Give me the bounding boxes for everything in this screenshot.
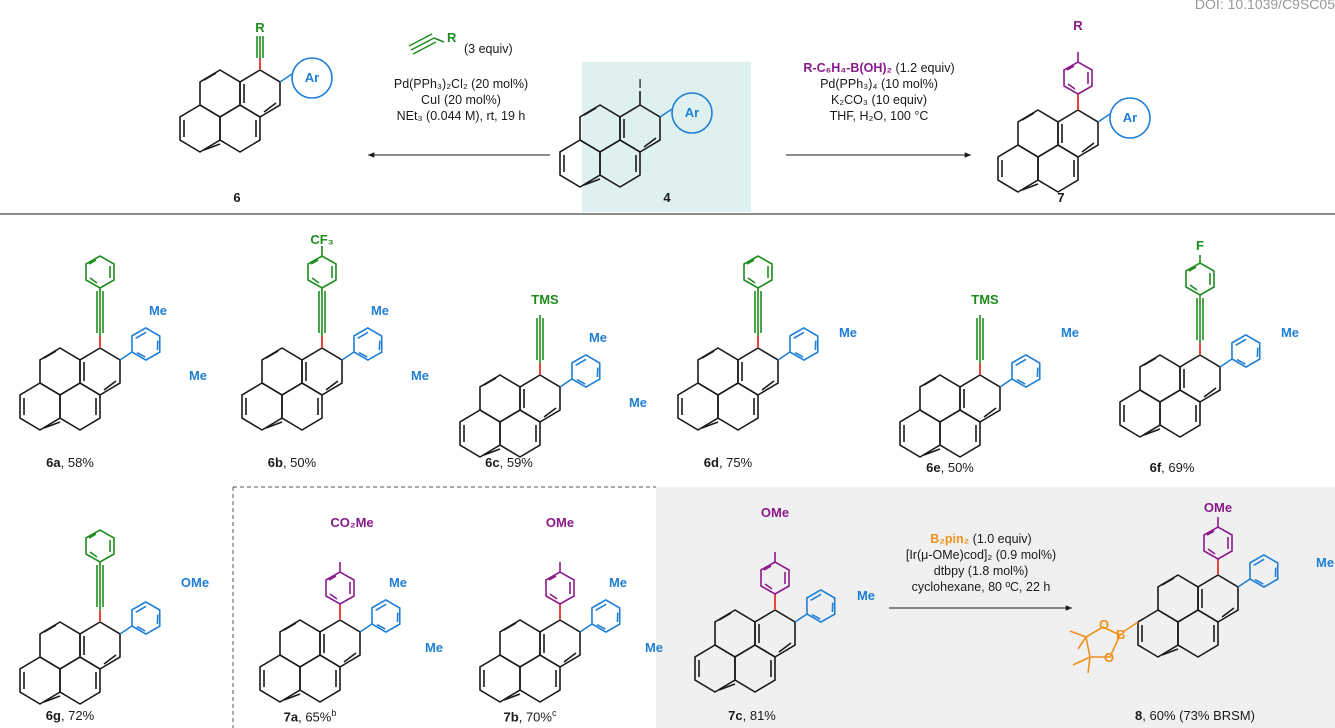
- yield-value-6c: , 59%: [499, 455, 533, 470]
- id-8: 8: [1135, 708, 1143, 723]
- suzuki-equiv: (1.2 equiv): [892, 61, 955, 75]
- yield-6a: 6a, 58%: [46, 455, 94, 470]
- b-label-8: B: [1116, 627, 1126, 642]
- sono-reagent-r: R: [447, 30, 457, 45]
- me-label-6b-b: Me: [410, 368, 430, 383]
- id-6f: 6f: [1149, 460, 1162, 475]
- boryl-line3: dtbpy (1.8 mol%): [933, 564, 1029, 578]
- yield-7a: 7a, 65%b: [284, 708, 337, 724]
- yield-6d: 6d, 75%: [704, 455, 752, 470]
- o-label-8-b: O: [1104, 650, 1115, 665]
- id-7a: 7a: [283, 709, 299, 725]
- compound-number-4: 4: [663, 190, 671, 205]
- id-6d: 6d: [703, 455, 719, 470]
- ome-label-8: OMe: [1203, 500, 1233, 515]
- yield-value-7b: , 70%: [518, 709, 552, 725]
- boryl-line4: cyclohexane, 80 ºC, 22 h: [911, 580, 1051, 594]
- doi-text: DOI: 10.1039/C9SC05: [1194, 0, 1335, 12]
- cf3-label-6b: CF₃: [310, 232, 334, 247]
- id-7c: 7c: [728, 708, 743, 723]
- id-6e: 6e: [926, 460, 941, 475]
- suzuki-line4: THF, H₂O, 100 °C: [829, 109, 929, 123]
- sono-line3: NEt₃ (0.044 M), rt, 19 h: [396, 109, 526, 123]
- me-label-6c-b: Me: [628, 395, 648, 410]
- yield-value-6b: , 50%: [282, 455, 317, 470]
- yield-7c: 7c, 81%: [728, 708, 776, 723]
- me-label-6d: Me: [838, 325, 858, 340]
- yield-6c: 6c, 59%: [485, 455, 533, 470]
- suzuki-line3: K₂CO₃ (10 equiv): [830, 93, 928, 107]
- note-7b: c: [551, 708, 557, 718]
- yield-value-6f: , 69%: [1161, 460, 1195, 475]
- ome-label-7c: OMe: [760, 505, 790, 520]
- id-7b: 7b: [503, 709, 519, 725]
- boryl-line1: B₂pin₂ (1.0 equiv): [930, 532, 1031, 547]
- tms-label-6e: TMS: [971, 292, 999, 307]
- me-label-7b-a: Me: [608, 575, 628, 590]
- yield-value-7c: , 81%: [742, 708, 776, 723]
- yield-value-6d: , 75%: [718, 455, 753, 470]
- o-label-8-a: O: [1099, 617, 1110, 632]
- yield-7b: 7b, 70%c: [504, 708, 557, 724]
- me-label-6a-a: Me: [148, 303, 168, 318]
- yield-6f: 6f, 69%: [1150, 460, 1195, 475]
- yield-8: 8, 60% (73% BRSM): [1135, 708, 1255, 723]
- compound-number-7: 7: [1057, 190, 1065, 205]
- i-label-4: I: [638, 76, 642, 91]
- id-6g: 6g: [45, 708, 61, 723]
- me-label-8: Me: [1316, 555, 1335, 570]
- yield-value-8: , 60% (73% BRSM): [1142, 708, 1255, 723]
- co2me-label-7a: CO₂Me: [330, 515, 374, 530]
- sono-line2: CuI (20 mol%): [421, 93, 501, 107]
- ome-label-6g: OMe: [180, 575, 210, 590]
- yield-6b: 6b, 50%: [268, 455, 316, 470]
- me-label-7a-a: Me: [388, 575, 408, 590]
- boryl-equiv: (1.0 equiv): [969, 532, 1032, 546]
- sono-line1: Pd(PPh₃)₂Cl₂ (20 mol%): [393, 77, 529, 91]
- yield-value-6g: , 72%: [60, 708, 95, 723]
- tms-label-6c: TMS: [531, 292, 559, 307]
- ar-label-6: Ar: [304, 70, 320, 85]
- r-label-6: R: [255, 20, 265, 35]
- me-label-6c-a: Me: [588, 330, 608, 345]
- id-6b: 6b: [267, 455, 283, 470]
- yield-value-7a: , 65%: [298, 709, 332, 725]
- yield-6e: 6e, 50%: [926, 460, 974, 475]
- compound-number-6: 6: [233, 190, 241, 205]
- ar-label-4: Ar: [684, 105, 700, 120]
- id-6c: 6c: [485, 455, 500, 470]
- boryl-line2: [Ir(μ-OMe)cod]₂ (0.9 mol%): [905, 548, 1057, 562]
- f-label-6f: F: [1196, 238, 1204, 253]
- me-label-6b-a: Me: [370, 303, 390, 318]
- suzuki-line1: R-C₆H₄-B(OH)₂ (1.2 equiv): [803, 61, 954, 76]
- boryl-reagent: B₂pin₂: [930, 532, 970, 546]
- yield-value-6a: , 58%: [60, 455, 94, 470]
- me-label-6a-b: Me: [188, 368, 208, 383]
- me-label-7b-b: Me: [644, 640, 664, 655]
- id-6a: 6a: [46, 455, 61, 470]
- suzuki-line2: Pd(PPh₃)₄ (10 mol%): [820, 77, 938, 91]
- note-7a: b: [331, 708, 337, 718]
- yield-6g: 6g, 72%: [46, 708, 94, 723]
- me-label-6f: Me: [1280, 325, 1300, 340]
- me-label-7c: Me: [856, 588, 876, 603]
- me-label-7a-b: Me: [424, 640, 444, 655]
- yield-value-6e: , 50%: [940, 460, 974, 475]
- ome-label-7b: OMe: [545, 515, 575, 530]
- start-material-panel: [582, 62, 751, 212]
- ar-label-7: Ar: [1122, 110, 1138, 125]
- r-label-7: R: [1073, 18, 1083, 33]
- me-label-6e: Me: [1060, 325, 1080, 340]
- sono-equiv: (3 equiv): [464, 42, 513, 56]
- suzuki-reagent: R-C₆H₄-B(OH)₂: [803, 61, 893, 75]
